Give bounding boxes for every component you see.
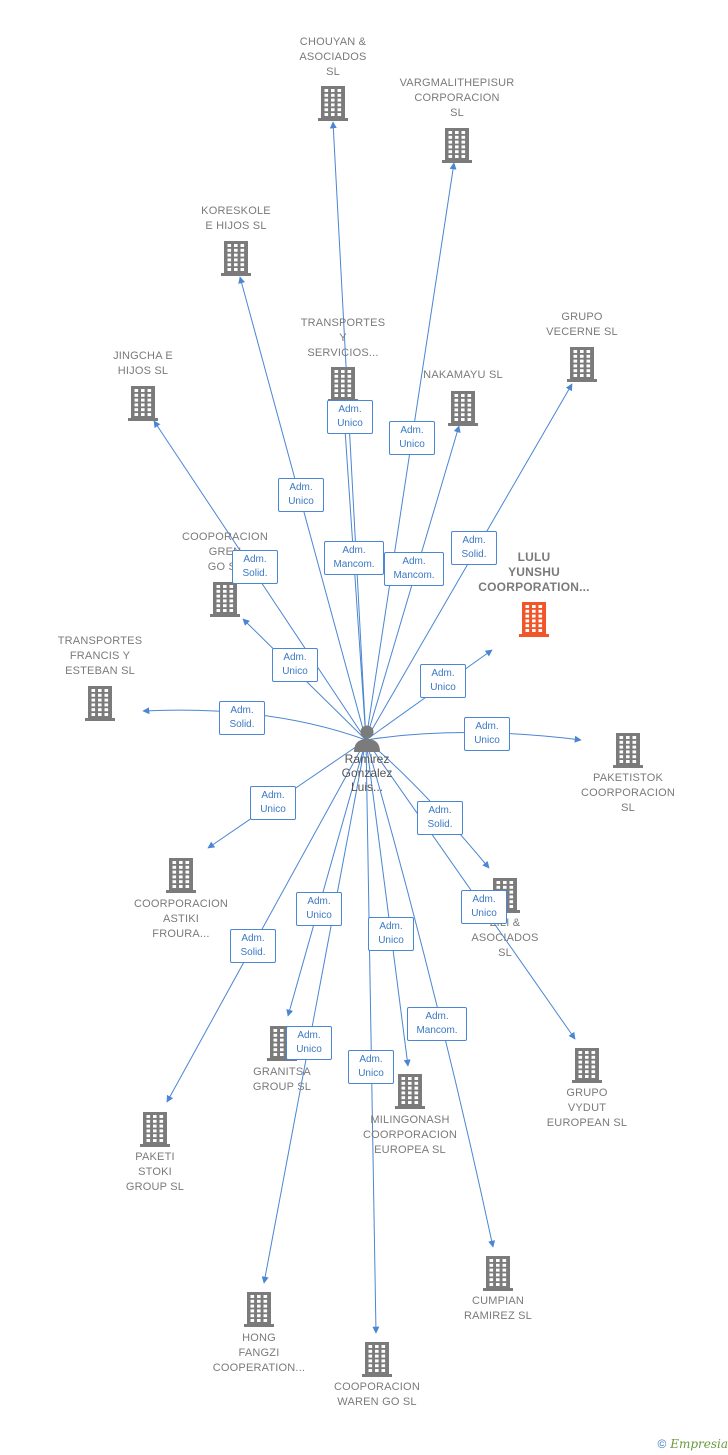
role-badge-transportes-y[interactable]: Adm. Mancom. — [324, 541, 384, 575]
building-icon — [128, 386, 158, 421]
company-label: GRUPO VECERNE SL — [546, 311, 618, 338]
center-person-node[interactable]: Ramirez Gonzalez Luis... — [322, 722, 412, 794]
company-node-vargmal[interactable]: VARGMALITHEPISUR CORPORACION SL — [382, 76, 532, 163]
company-label: TRANSPORTES Y SERVICIOS... — [300, 317, 386, 359]
company-label: MILINGONASH COORPORACION EUROPEA SL — [362, 1114, 458, 1156]
building-icon — [85, 686, 115, 721]
company-node-transportes-y[interactable]: TRANSPORTES Y SERVICIOS... — [268, 316, 418, 402]
role-badge-hong[interactable]: Adm. Unico — [286, 1026, 332, 1060]
role-badge-vargmal[interactable]: Adm. Unico — [389, 421, 435, 455]
role-badge-grupo-vecerne[interactable]: Adm. Solid. — [451, 531, 497, 565]
building-icon — [210, 582, 240, 617]
role-badge-cooporacion-gren[interactable]: Adm. Unico — [272, 648, 318, 682]
building-icon — [572, 1048, 602, 1083]
center-person-label: Ramirez Gonzalez Luis... — [341, 752, 393, 794]
edge-granitsa — [286, 739, 367, 1017]
edge-hong — [261, 739, 367, 1284]
role-badge-coorporacion-astiki[interactable]: Adm. Unico — [250, 786, 296, 820]
company-label: CHOUYAN & ASOCIADOS SL — [299, 36, 367, 78]
building-icon — [328, 367, 358, 402]
company-label: PAKETI STOKI GROUP SL — [125, 1151, 185, 1193]
role-badge-paketi[interactable]: Adm. Solid. — [230, 929, 276, 963]
brand-name: Empresia — [670, 1437, 728, 1451]
role-badge-chouyan[interactable]: Adm. Unico — [327, 400, 373, 434]
company-node-coorporacion-astiki[interactable]: COORPORACION ASTIKI FROURA... — [106, 857, 256, 942]
role-badge-paketistok[interactable]: Adm. Unico — [464, 717, 510, 751]
company-node-grupo-vydut[interactable]: GRUPO VYDUT EUROPEAN SL — [512, 1047, 662, 1131]
company-label: GRANITSA GROUP SL — [252, 1066, 312, 1093]
copyright-symbol: © — [657, 1437, 667, 1451]
company-node-transportes-francis[interactable]: TRANSPORTES FRANCIS Y ESTEBAN SL — [25, 634, 175, 721]
role-badge-milingonash[interactable]: Adm. Unico — [368, 917, 414, 951]
company-label: COORPORACION ASTIKI FROURA... — [133, 898, 229, 940]
edge-grupo-vydut — [365, 739, 576, 1040]
company-label: JINGCHA E HIJOS SL — [113, 350, 173, 377]
role-badge-waren[interactable]: Adm. Unico — [348, 1050, 394, 1084]
company-label: LULU YUNSHU COORPORATION... — [478, 550, 590, 594]
company-node-waren[interactable]: COOPORACION WAREN GO SL — [302, 1341, 452, 1410]
company-label: TRANSPORTES FRANCIS Y ESTEBAN SL — [57, 635, 143, 677]
role-badge-cumpian[interactable]: Adm. Mancom. — [407, 1007, 467, 1041]
role-badge-jingcha[interactable]: Adm. Solid. — [232, 550, 278, 584]
company-node-jingcha[interactable]: JINGCHA E HIJOS SL — [68, 349, 218, 421]
edge-waren — [365, 739, 380, 1334]
building-icon — [395, 1074, 425, 1109]
building-icon — [244, 1292, 274, 1327]
building-icon — [567, 347, 597, 382]
building-icon — [362, 1342, 392, 1377]
company-label: NAKAMAYU SL — [423, 369, 503, 381]
company-label: VARGMALITHEPISUR CORPORACION SL — [399, 77, 515, 119]
company-label: KORESKOLE E HIJOS SL — [201, 205, 271, 232]
role-badge-koreskole[interactable]: Adm. Unico — [278, 478, 324, 512]
edge-paketi — [166, 739, 367, 1103]
company-node-cumpian[interactable]: CUMPIAN RAMIREZ SL — [423, 1255, 573, 1324]
company-node-grupo-vecerne[interactable]: GRUPO VECERNE SL — [507, 310, 657, 382]
role-badge-nakamayu[interactable]: Adm. Mancom. — [384, 552, 444, 586]
company-node-chouyan[interactable]: CHOUYAN & ASOCIADOS SL — [258, 35, 408, 121]
building-icon — [221, 241, 251, 276]
company-node-milingonash[interactable]: MILINGONASH COORPORACION EUROPEA SL — [335, 1073, 485, 1158]
company-node-koreskole[interactable]: KORESKOLE E HIJOS SL — [161, 204, 311, 276]
footer-brand: © Empresia — [658, 1437, 728, 1451]
building-icon — [442, 128, 472, 163]
building-icon — [613, 733, 643, 768]
role-badge-lulu[interactable]: Adm. Unico — [420, 664, 466, 698]
company-label: PAKETISTOK COORPORACION SL — [580, 772, 676, 814]
company-node-paketi[interactable]: PAKETI STOKI GROUP SL — [80, 1111, 230, 1195]
edge-cumpian — [365, 739, 496, 1248]
building-icon — [448, 391, 478, 426]
building-icon — [483, 1256, 513, 1291]
role-badge-zili[interactable]: Adm. Solid. — [417, 801, 463, 835]
role-badge-grupo-vydut[interactable]: Adm. Unico — [461, 890, 507, 924]
person-icon — [354, 725, 380, 752]
role-badge-granitsa[interactable]: Adm. Unico — [296, 892, 342, 926]
company-node-lulu[interactable]: LULU YUNSHU COORPORATION... — [459, 550, 609, 637]
company-node-hong[interactable]: HONG FANGZI COOPERATION... — [184, 1291, 334, 1376]
company-label: CUMPIAN RAMIREZ SL — [463, 1295, 532, 1322]
building-icon — [166, 858, 196, 893]
company-label: GRUPO VYDUT EUROPEAN SL — [546, 1087, 628, 1129]
company-node-paketistok[interactable]: PAKETISTOK COORPORACION SL — [553, 732, 703, 816]
role-badge-transportes-francis[interactable]: Adm. Solid. — [219, 701, 265, 735]
company-node-nakamayu[interactable]: NAKAMAYU SL — [388, 368, 538, 426]
building-icon — [318, 86, 348, 121]
company-label: COOPORACION WAREN GO SL — [334, 1381, 420, 1408]
edge-milingonash — [365, 739, 411, 1067]
company-label: HONG FANGZI COOPERATION... — [212, 1332, 306, 1374]
building-icon — [519, 602, 549, 637]
building-icon — [140, 1112, 170, 1147]
